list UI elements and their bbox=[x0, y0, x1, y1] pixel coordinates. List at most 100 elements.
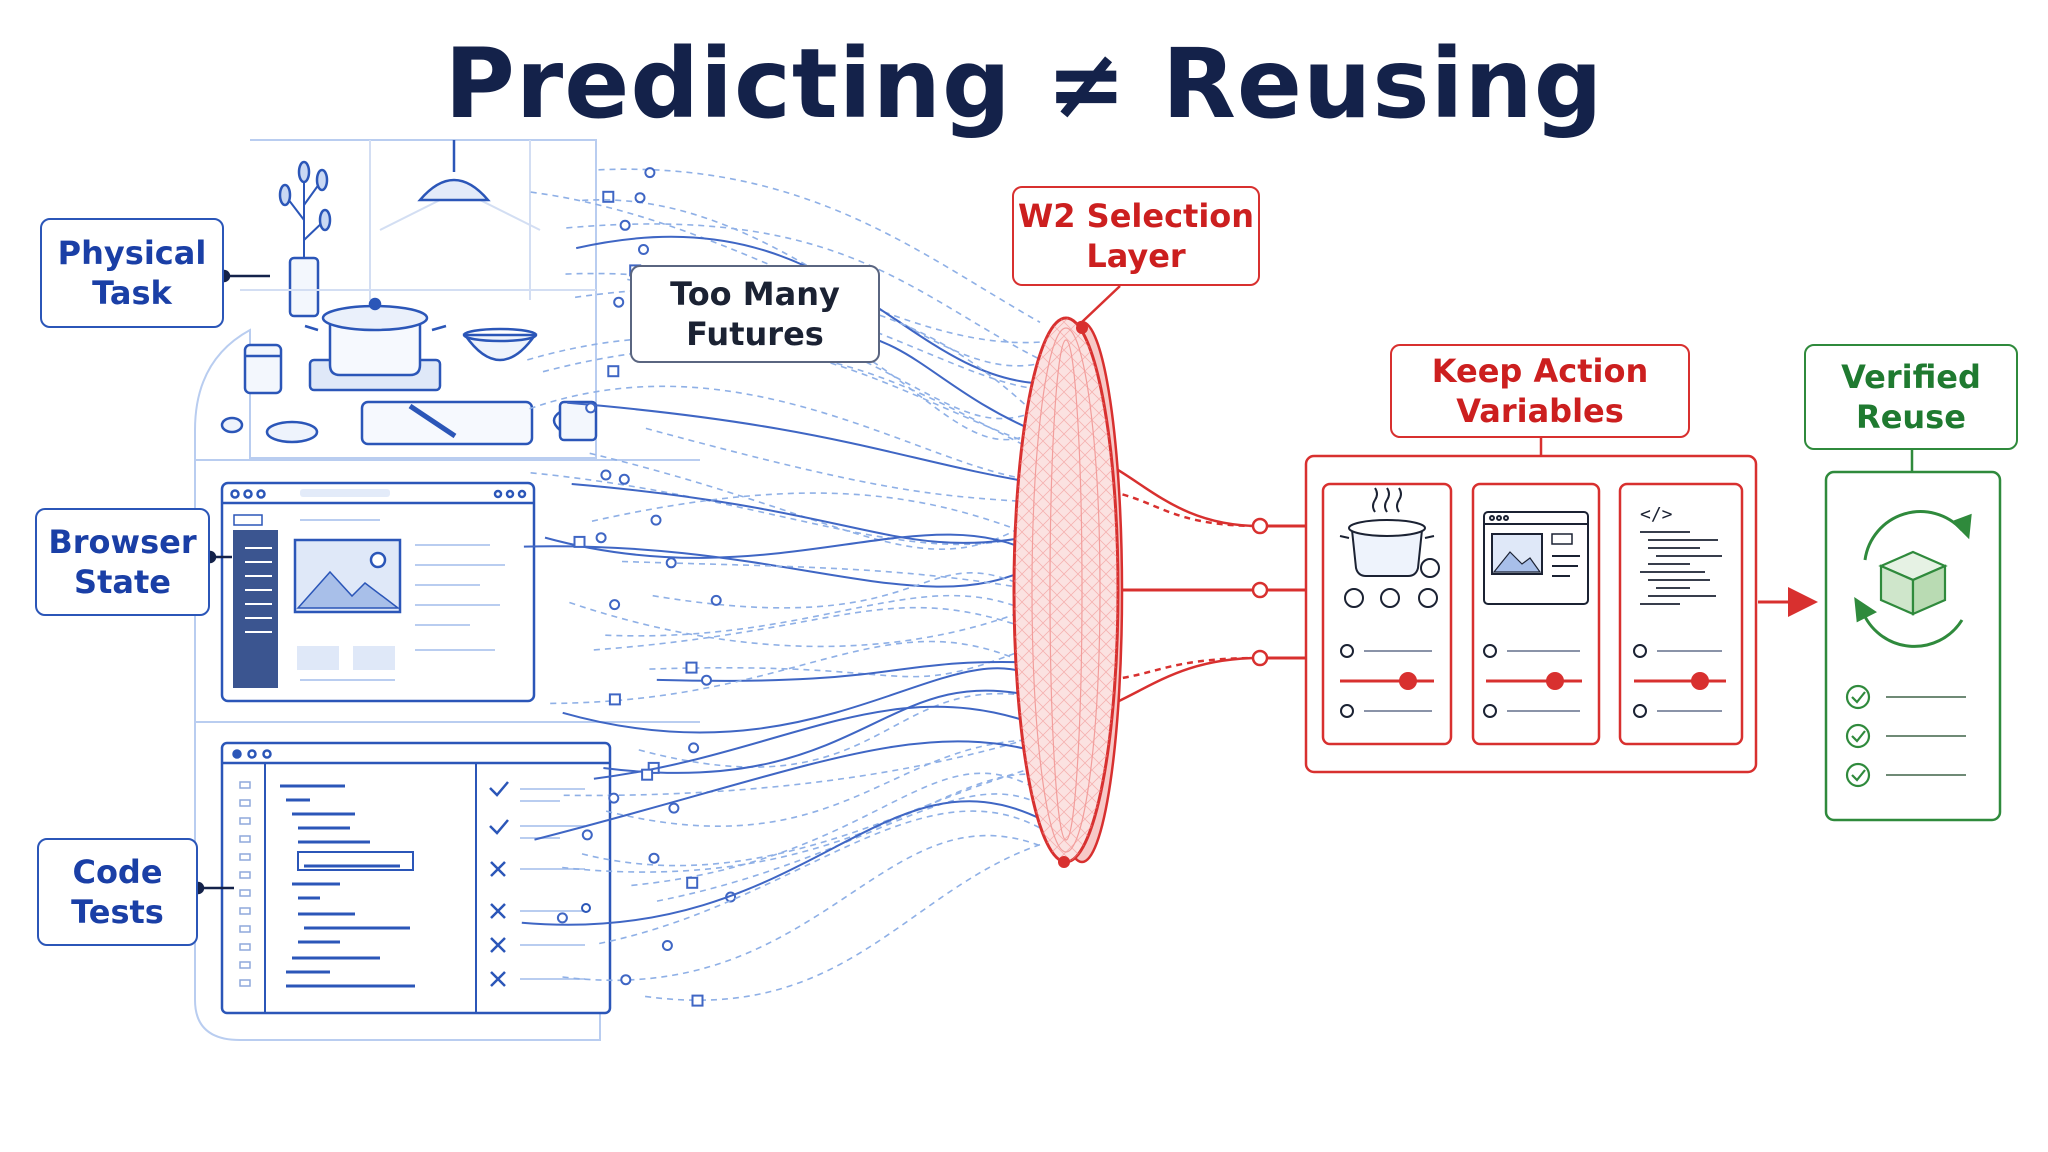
future-node bbox=[634, 192, 646, 204]
future-path bbox=[599, 810, 1041, 945]
future-path bbox=[649, 642, 1041, 678]
future-node bbox=[556, 912, 568, 924]
future-node bbox=[665, 557, 677, 569]
page-title: Predicting ≠ Reusing bbox=[444, 28, 1604, 140]
future-path bbox=[550, 640, 1041, 705]
selected-slider-knob bbox=[1546, 672, 1564, 690]
future-path bbox=[593, 705, 1041, 780]
cross-icon bbox=[490, 971, 506, 987]
future-node bbox=[644, 167, 656, 179]
future-path bbox=[591, 492, 1041, 540]
future-path bbox=[656, 660, 1041, 682]
cutting-board-icon bbox=[360, 400, 534, 446]
future-path bbox=[563, 734, 1041, 797]
future-path bbox=[566, 223, 1041, 361]
check-icon bbox=[489, 819, 509, 835]
future-path bbox=[589, 452, 1041, 550]
jar-icon bbox=[243, 343, 283, 395]
future-path bbox=[638, 692, 1041, 768]
browser-window bbox=[220, 481, 536, 703]
browser-sidebar bbox=[233, 530, 278, 688]
future-path bbox=[523, 545, 1041, 588]
future-path bbox=[562, 667, 1041, 734]
test-results bbox=[489, 781, 591, 987]
future-node bbox=[608, 693, 621, 706]
future-node bbox=[573, 535, 586, 548]
check-circle-icon bbox=[1845, 762, 1871, 788]
future-path bbox=[645, 427, 1041, 504]
future-node bbox=[668, 802, 680, 814]
action-card-code: </> bbox=[1618, 482, 1744, 746]
selected-slider-knob bbox=[1691, 672, 1709, 690]
future-path bbox=[530, 472, 1041, 546]
kitchen-scene bbox=[220, 140, 598, 446]
selected-path bbox=[1067, 486, 1261, 528]
action-port bbox=[1251, 649, 1269, 667]
lens-node bbox=[1076, 322, 1088, 334]
future-node bbox=[613, 296, 625, 308]
future-path bbox=[603, 689, 1041, 774]
bowl-icon bbox=[462, 327, 538, 362]
future-path bbox=[631, 772, 1041, 887]
selected-slider-knob bbox=[1399, 672, 1417, 690]
code-editor-window bbox=[220, 741, 612, 1015]
lens-node bbox=[1058, 856, 1070, 868]
future-path bbox=[598, 168, 1041, 323]
future-node bbox=[581, 829, 593, 841]
label-verified-reuse: Verified Reuse bbox=[1804, 344, 2018, 450]
label-physical-task: Physical Task bbox=[40, 218, 224, 328]
future-node bbox=[641, 768, 654, 781]
future-node bbox=[701, 674, 712, 686]
future-path bbox=[562, 834, 1041, 982]
cooking-pot-icon bbox=[304, 297, 447, 392]
action-card-browser bbox=[1471, 482, 1601, 746]
future-path bbox=[593, 606, 1041, 651]
future-path bbox=[605, 738, 1041, 827]
future-node bbox=[688, 742, 700, 754]
action-port bbox=[1251, 581, 1269, 599]
code-lines bbox=[280, 784, 415, 988]
lid-icon bbox=[220, 416, 244, 434]
cross-icon bbox=[490, 861, 506, 877]
plate-icon bbox=[265, 420, 319, 444]
label-keep-action-variables: Keep Action Variables bbox=[1390, 344, 1690, 438]
future-path bbox=[621, 560, 1041, 592]
future-node bbox=[691, 994, 704, 1007]
future-path bbox=[544, 533, 1041, 559]
future-node bbox=[602, 190, 615, 203]
selection-lens bbox=[1012, 316, 1124, 868]
future-path bbox=[529, 385, 1041, 482]
cross-icon bbox=[490, 903, 506, 919]
pendant-lamp-icon bbox=[417, 140, 491, 202]
code-glyph-icon: </> bbox=[1640, 504, 1673, 525]
future-path bbox=[652, 572, 1041, 609]
future-node bbox=[638, 244, 649, 255]
future-node bbox=[608, 792, 620, 804]
label-code-tests: Code Tests bbox=[37, 838, 198, 946]
future-node bbox=[650, 514, 662, 526]
code-lines-icon bbox=[1640, 531, 1722, 605]
future-node bbox=[710, 594, 722, 606]
future-node bbox=[619, 219, 631, 231]
cross-icon bbox=[490, 937, 506, 953]
verified-panel bbox=[1824, 450, 2002, 822]
future-node bbox=[661, 940, 673, 951]
plant-vase-icon bbox=[278, 160, 332, 318]
future-node bbox=[686, 876, 699, 889]
future-node bbox=[648, 852, 660, 864]
verified-checklist bbox=[1845, 684, 1966, 788]
reuse-cycle-icon bbox=[1854, 510, 1972, 648]
future-path bbox=[581, 765, 1041, 867]
action-card-cooking bbox=[1321, 482, 1453, 746]
label-too-many-futures: Too Many Futures bbox=[630, 265, 880, 363]
browser-icon bbox=[1483, 511, 1589, 605]
future-path bbox=[656, 793, 1041, 902]
future-node bbox=[685, 661, 698, 674]
check-circle-icon bbox=[1845, 723, 1871, 749]
future-node bbox=[609, 599, 621, 611]
future-path bbox=[521, 800, 1041, 926]
cube-icon bbox=[1878, 550, 1948, 616]
future-node bbox=[620, 974, 632, 986]
